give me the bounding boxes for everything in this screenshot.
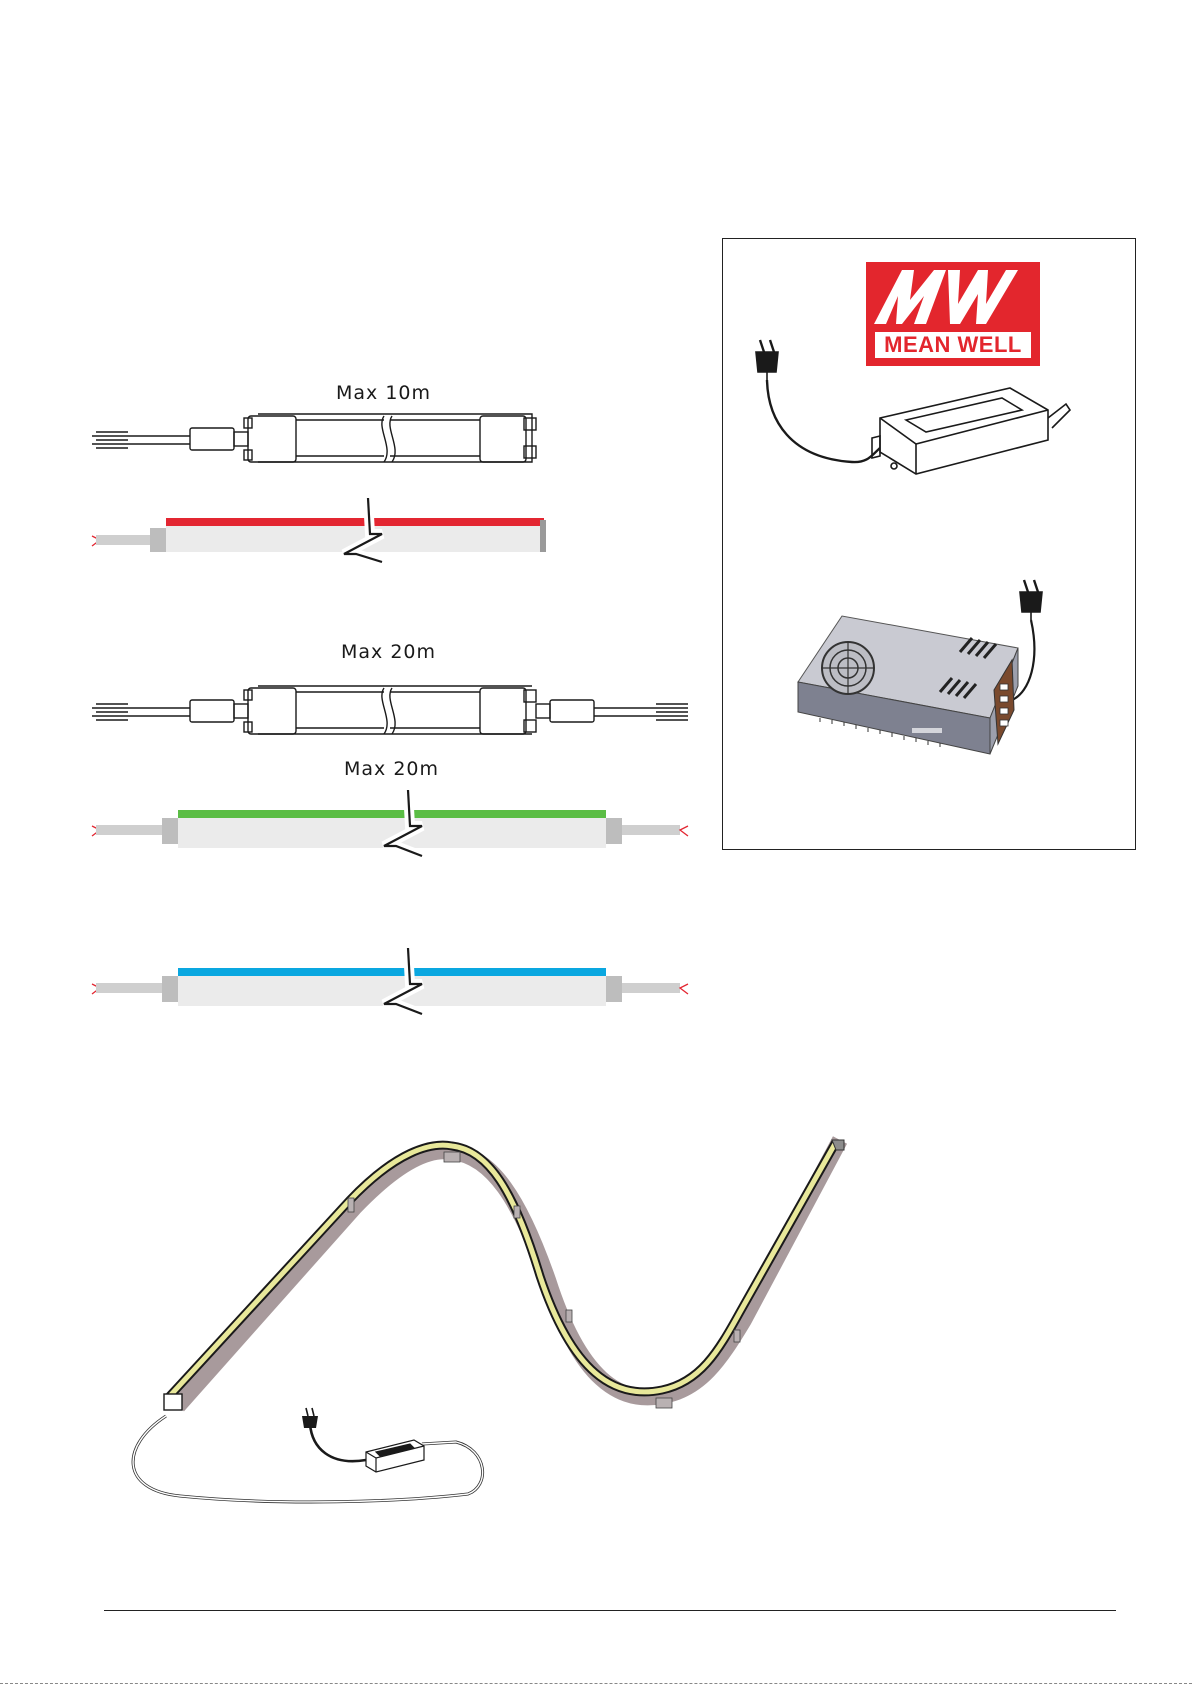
green-led-band bbox=[178, 810, 606, 818]
label-max-20m-connector: Max 20m bbox=[341, 641, 436, 663]
footer-rule bbox=[104, 1610, 1116, 1611]
label-max-20m-strip: Max 20m bbox=[344, 758, 439, 780]
eu-plug-icon bbox=[302, 1408, 318, 1428]
red-led-band bbox=[166, 518, 544, 526]
page-bottom-edge bbox=[0, 1683, 1192, 1684]
mini-driver-icon bbox=[366, 1440, 424, 1472]
blue-led-band bbox=[178, 968, 606, 976]
mean-well-logo: MEAN WELL bbox=[866, 262, 1040, 366]
mean-well-wordmark: MEAN WELL bbox=[875, 332, 1031, 358]
label-max-10m: Max 10m bbox=[336, 382, 431, 404]
